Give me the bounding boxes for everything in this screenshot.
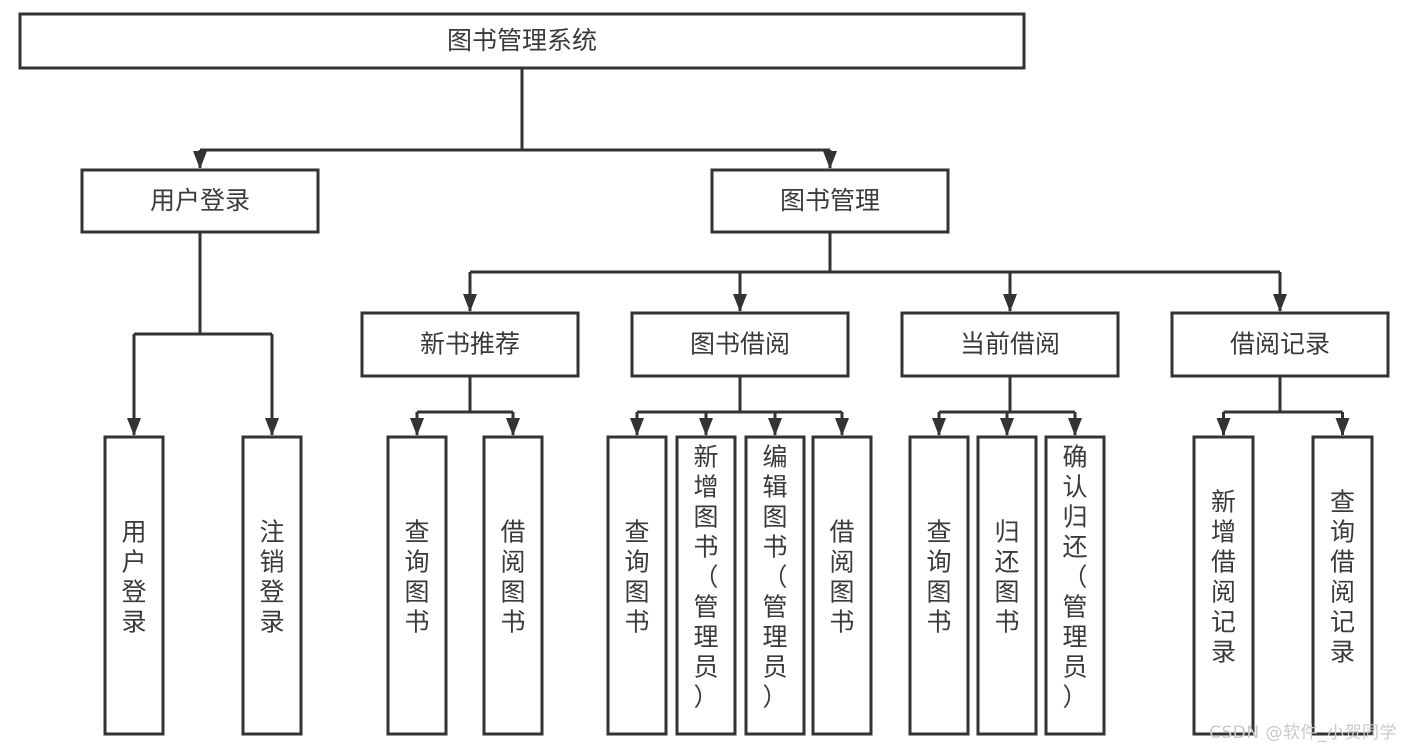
- node-leaf-borrow-book[interactable]: 借阅图书: [811, 435, 873, 736]
- node-box-leaf-user-logout[interactable]: [241, 435, 303, 736]
- node-label-leaf-confirm-return-admin: 确认归还（管理员）: [1062, 443, 1087, 712]
- arrow-down-icon-level2-1: [823, 151, 837, 169]
- arrow-down-icon-leaf-query-book-rec: [410, 418, 424, 436]
- node-leaf-query-book-cur[interactable]: 查询图书: [908, 435, 970, 736]
- node-box-book-management[interactable]: [710, 168, 950, 234]
- node-layer: 图书管理系统用户登录图书管理新书推荐图书借阅当前借阅借阅记录用户登录注销登录查询…: [18, 12, 1390, 736]
- arrow-down-icon-level2-0: [193, 151, 207, 169]
- node-leaf-borrow-book-rec[interactable]: 借阅图书: [482, 435, 544, 736]
- node-leaf-query-book[interactable]: 查询图书: [606, 435, 668, 736]
- node-leaf-return-book[interactable]: 归还图书: [976, 435, 1038, 736]
- node-label-leaf-add-borrow-record: 新增借阅记录: [1211, 488, 1236, 667]
- node-root[interactable]: 图书管理系统: [18, 12, 1026, 70]
- node-box-leaf-add-borrow-record[interactable]: [1192, 435, 1255, 736]
- arrow-down-icon-leaf-edit-book-admin: [768, 418, 782, 436]
- arrow-down-icon-leaf-return-book: [1000, 418, 1014, 436]
- arrow-down-icon-level3-0: [463, 294, 477, 312]
- arrow-down-icon-level3-1: [733, 294, 747, 312]
- node-label-leaf-return-book: 归还图书: [994, 518, 1019, 637]
- arrow-down-icon-leaf-confirm-return-admin: [1068, 418, 1082, 436]
- node-leaf-edit-book-admin[interactable]: 编辑图书（管理员）: [744, 435, 806, 736]
- node-box-leaf-return-book[interactable]: [976, 435, 1038, 736]
- arrow-down-icon-leaf-add-book-admin: [699, 418, 713, 436]
- node-label-leaf-edit-book-admin: 编辑图书（管理员）: [762, 443, 787, 712]
- node-borrow-record[interactable]: 借阅记录: [1170, 311, 1390, 378]
- arrow-down-icon-level3-2: [1003, 294, 1017, 312]
- node-label-leaf-query-book-rec: 查询图书: [404, 518, 429, 637]
- node-box-leaf-add-book-admin[interactable]: [675, 435, 737, 736]
- node-box-leaf-user-login[interactable]: [103, 435, 165, 736]
- node-label-leaf-query-book-cur: 查询图书: [926, 518, 951, 637]
- node-user-login[interactable]: 用户登录: [80, 168, 320, 234]
- node-label-leaf-borrow-book-rec: 借阅图书: [500, 518, 525, 637]
- node-box-leaf-borrow-book-rec[interactable]: [482, 435, 544, 736]
- node-box-current-borrow[interactable]: [900, 311, 1120, 378]
- node-label-book-management: 图书管理: [780, 186, 880, 215]
- node-label-leaf-borrow-book: 借阅图书: [829, 518, 854, 637]
- node-leaf-query-book-rec[interactable]: 查询图书: [386, 435, 448, 736]
- arrow-down-icon-leaf-query-book-cur: [932, 418, 946, 436]
- node-label-leaf-user-login: 用户登录: [121, 518, 146, 637]
- node-label-borrow-record: 借阅记录: [1230, 330, 1330, 359]
- node-box-leaf-query-book[interactable]: [606, 435, 668, 736]
- node-leaf-query-borrow-record[interactable]: 查询借阅记录: [1311, 435, 1374, 736]
- node-label-book-borrow: 图书借阅: [690, 330, 790, 359]
- node-book-management[interactable]: 图书管理: [710, 168, 950, 234]
- arrow-down-icon-leaf-add-borrow-record: [1216, 418, 1231, 436]
- node-label-root: 图书管理系统: [447, 26, 597, 55]
- node-box-root[interactable]: [18, 12, 1026, 70]
- node-label-leaf-user-logout: 注销登录: [259, 518, 284, 637]
- arrow-down-icon-leaf-user-logout: [265, 418, 279, 436]
- csdn-watermark: CSDN @软件_小贺同学: [1209, 723, 1397, 743]
- arrow-down-icon-leaf-borrow-book-rec: [506, 418, 520, 436]
- node-box-user-login[interactable]: [80, 168, 320, 234]
- node-label-current-borrow: 当前借阅: [960, 330, 1060, 359]
- node-label-new-book-recommend: 新书推荐: [420, 330, 520, 359]
- node-leaf-confirm-return-admin[interactable]: 确认归还（管理员）: [1044, 435, 1106, 736]
- node-box-leaf-query-book-rec[interactable]: [386, 435, 448, 736]
- connector-layer: [127, 68, 1350, 436]
- arrow-down-icon-leaf-borrow-book: [835, 418, 849, 436]
- node-leaf-add-book-admin[interactable]: 新增图书（管理员）: [675, 435, 737, 736]
- arrow-down-icon-leaf-query-book: [630, 418, 644, 436]
- node-box-book-borrow[interactable]: [630, 311, 850, 378]
- node-book-borrow[interactable]: 图书借阅: [630, 311, 850, 378]
- node-label-leaf-query-borrow-record: 查询借阅记录: [1330, 488, 1355, 667]
- arrow-down-icon-leaf-user-login: [127, 418, 141, 436]
- node-current-borrow[interactable]: 当前借阅: [900, 311, 1120, 378]
- node-label-leaf-query-book: 查询图书: [624, 518, 649, 637]
- node-label-user-login: 用户登录: [150, 186, 250, 215]
- node-new-book-recommend[interactable]: 新书推荐: [360, 311, 580, 378]
- node-label-leaf-add-book-admin: 新增图书（管理员）: [693, 443, 718, 712]
- node-leaf-user-login[interactable]: 用户登录: [103, 435, 165, 736]
- arrow-down-icon-leaf-query-borrow-record: [1335, 418, 1350, 436]
- node-box-leaf-query-book-cur[interactable]: [908, 435, 970, 736]
- node-box-new-book-recommend[interactable]: [360, 311, 580, 378]
- node-leaf-user-logout[interactable]: 注销登录: [241, 435, 303, 736]
- node-box-leaf-edit-book-admin[interactable]: [744, 435, 806, 736]
- node-box-leaf-confirm-return-admin[interactable]: [1044, 435, 1106, 736]
- node-leaf-add-borrow-record[interactable]: 新增借阅记录: [1192, 435, 1255, 736]
- node-box-leaf-query-borrow-record[interactable]: [1311, 435, 1374, 736]
- node-box-leaf-borrow-book[interactable]: [811, 435, 873, 736]
- node-box-borrow-record[interactable]: [1170, 311, 1390, 378]
- arrow-down-icon-level3-3: [1273, 294, 1287, 312]
